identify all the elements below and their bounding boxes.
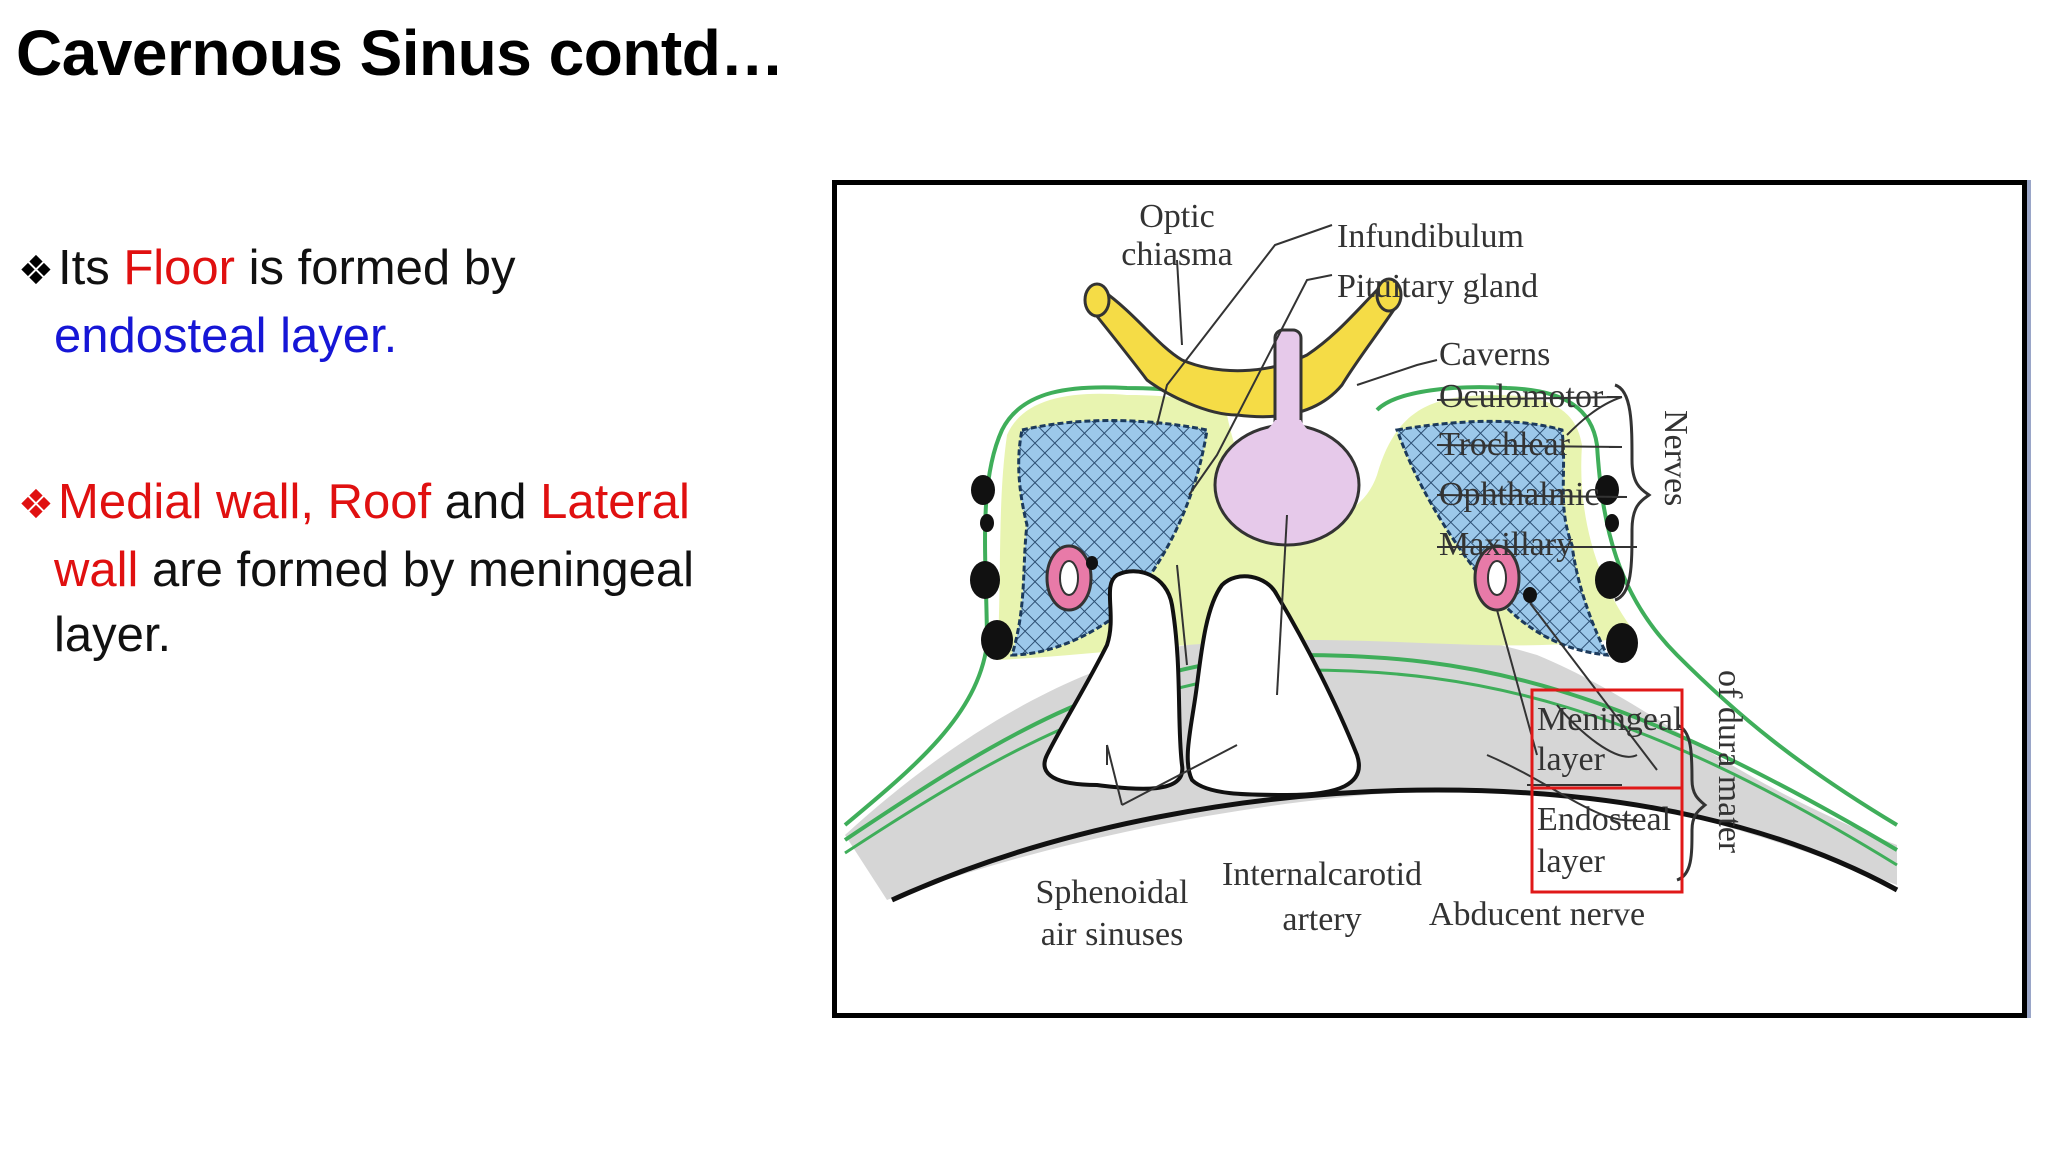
pituitary-stalk-join bbox=[1232, 420, 1342, 450]
bullet-floor-text-1: Its bbox=[58, 241, 124, 295]
label-maxillary: Maxillary bbox=[1439, 526, 1573, 563]
internal-carotid-right-lumen bbox=[1487, 560, 1507, 596]
label-trochlear: Trochlear bbox=[1439, 426, 1571, 463]
internal-carotid-left-lumen bbox=[1059, 560, 1079, 596]
sphenoidal-sinus-left bbox=[1042, 569, 1185, 791]
bullet-walls-and: and bbox=[431, 475, 541, 529]
label-chiasma: chiasma bbox=[1121, 236, 1232, 273]
label-air-sinuses: air sinuses bbox=[1041, 916, 1184, 953]
label-meningeal-layer: layer bbox=[1537, 741, 1606, 778]
label-caverns: Caverns bbox=[1439, 336, 1550, 373]
optic-nerve-right bbox=[1375, 277, 1403, 313]
label-endosteal: Endosteal bbox=[1537, 801, 1671, 838]
cavernous-sinus-diagram: Optic chiasma Infundibulum Pituitary gla… bbox=[832, 180, 2027, 1018]
label-artery: artery bbox=[1282, 901, 1361, 938]
label-optic: Optic bbox=[1139, 198, 1215, 235]
label-abducent-nerve: Abducent nerve bbox=[1429, 896, 1645, 933]
label-internal-carotid: Internalcarotid bbox=[1222, 856, 1422, 893]
nerve-dot-abducent bbox=[1523, 587, 1537, 603]
sphenoid-bone-floor-line bbox=[890, 787, 1899, 903]
nerves-bracket bbox=[1614, 383, 1652, 602]
bullet-floor: ❖Its Floor is formed by endosteal layer. bbox=[18, 236, 808, 369]
label-infundibulum: Infundibulum bbox=[1337, 218, 1524, 255]
nerve-dot-left-4 bbox=[981, 620, 1013, 660]
bullet-walls-medial-roof: Medial wall, Roof bbox=[58, 475, 432, 529]
bullet-walls: ❖Medial wall, Roof and Lateral wall are … bbox=[18, 470, 808, 668]
label-endosteal-layer: layer bbox=[1537, 843, 1606, 880]
bullet-walls-layer: layer. bbox=[54, 608, 172, 662]
bullet-floor-highlight: Floor bbox=[123, 241, 235, 295]
label-sphenoidal: Sphenoidal bbox=[1036, 874, 1189, 911]
label-ophthalmic: Ophthalmic bbox=[1439, 476, 1600, 513]
nerve-dot-left-2 bbox=[980, 514, 994, 532]
leader-lines bbox=[1106, 224, 1658, 822]
bullet-walls-wall: wall bbox=[54, 543, 139, 597]
diamond-bullet-icon: ❖ bbox=[18, 249, 54, 293]
label-meningeal: Meningeal bbox=[1537, 701, 1682, 738]
label-of-dura-mater: of dura mater bbox=[1711, 670, 1748, 854]
label-pituitary-gland: Pituitary gland bbox=[1337, 268, 1538, 305]
dura-envelope-outer bbox=[843, 385, 1234, 827]
dura-bracket bbox=[1676, 723, 1708, 882]
label-oculomotor: Oculomotor bbox=[1439, 378, 1604, 415]
bullet-floor-endosteal: endosteal layer. bbox=[54, 309, 398, 363]
bullet-walls-text: are formed by meningeal bbox=[138, 543, 695, 597]
nerve-dot-left-abducent bbox=[1086, 556, 1098, 570]
diamond-bullet-icon: ❖ bbox=[18, 483, 54, 527]
nerve-dot-left-3 bbox=[970, 561, 1000, 599]
nerve-dot-left-1 bbox=[971, 475, 995, 505]
diagram-canvas: Optic chiasma Infundibulum Pituitary gla… bbox=[843, 198, 1899, 953]
bullet-floor-text-2: is formed by bbox=[234, 241, 516, 295]
optic-nerve-left bbox=[1083, 282, 1111, 318]
label-nerves: Nerves bbox=[1657, 410, 1694, 506]
cavern-right bbox=[1394, 419, 1610, 657]
nerve-dot-ophthalmic bbox=[1595, 561, 1625, 599]
nerve-dot-trochlear bbox=[1605, 514, 1619, 532]
endosteal-layer-box bbox=[1530, 786, 1684, 894]
slide-title: Cavernous Sinus contd… bbox=[16, 17, 784, 89]
sphenoidal-sinus-right bbox=[1185, 574, 1361, 798]
nerve-dot-maxillary bbox=[1606, 623, 1638, 663]
bullet-walls-lateral: Lateral bbox=[540, 475, 690, 529]
